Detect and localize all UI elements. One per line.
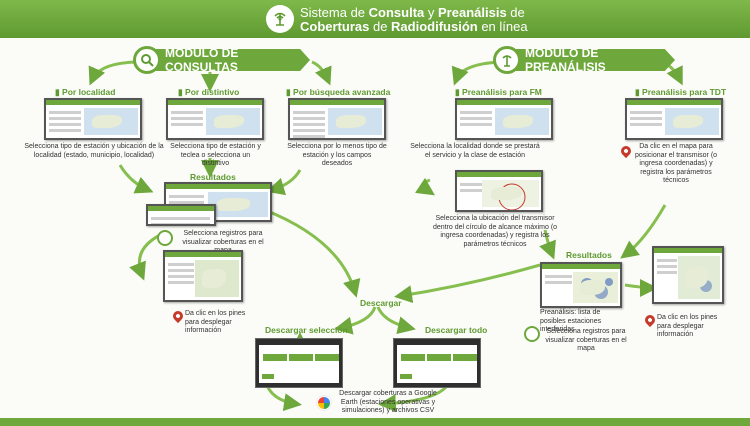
header-bar: Sistema de Consulta y Preanálisis de Cob… [0, 0, 750, 38]
descargar-seleccion-label: Descargar selección [265, 325, 348, 335]
preanalisis-resultados-screenshot [540, 262, 622, 308]
modulo-consultas-banner: MÓDULO DE CONSULTAS [145, 49, 310, 71]
search-icon [133, 46, 161, 74]
descargar-seleccion-screenshot [255, 338, 343, 388]
preanalisis-fm-desc: Selecciona la localidad donde se prestar… [410, 143, 540, 159]
por-busqueda-desc: Selecciona por lo menos tipo de estación… [287, 143, 387, 167]
modulo-preanalisis-title: MÓDULO DE PREANÁLISIS [525, 46, 606, 74]
descargar-label: Descargar [360, 298, 402, 308]
descargar-todo-label: Descargar todo [425, 325, 488, 335]
por-busqueda-avanzada-label: ▮ Por búsqueda avanzada [286, 87, 391, 97]
preanalisis-resultados-desc: Selecciona registros para visualizar cob… [545, 328, 627, 352]
preanalisis-tdt-label: ▮ Preanálisis para TDT [635, 87, 727, 97]
preanalisis-tdt-desc: Da clic en el mapa para posicionar el tr… [634, 143, 718, 184]
preanalisis-interferidas-desc: Preanálisis: lista de posibles estacione… [540, 309, 602, 333]
por-distintivo-desc: Selecciona tipo de estación y teclea o s… [170, 143, 261, 167]
por-distintivo-label: ▮ Por distintivo [178, 87, 240, 97]
preanalisis-pines-desc: Da clic en los pines para desplegar info… [657, 314, 718, 338]
page-title-line-2: Coberturas de Radiodifusión en línea [300, 19, 528, 34]
globe-map-icon [157, 230, 173, 246]
preanalisis-map-screenshot [652, 246, 724, 304]
consultas-map-screenshot [163, 250, 243, 302]
preanalisis-fm-circle-screenshot [455, 170, 543, 212]
preanalisis-tdt-screenshot [625, 98, 723, 140]
preanalisis-fm-desc2: Selecciona la ubicación del transmisor d… [432, 215, 558, 248]
consultas-resultados-screenshot [164, 182, 272, 222]
por-localidad-screenshot [44, 98, 142, 140]
por-localidad-label: ▮ Por localidad [55, 87, 116, 97]
por-localidad-desc: Selecciona tipo de estación y ubicación … [24, 143, 164, 159]
consultas-resultados-table [146, 204, 216, 226]
preanalisis-resultados-label: Resultados [566, 250, 612, 260]
antenna-logo-icon [266, 5, 294, 33]
footer-bar [0, 418, 750, 426]
modulo-preanalisis-banner: MÓDULO DE PREANÁLISIS [505, 49, 675, 71]
por-busqueda-screenshot [288, 98, 386, 140]
preanalisis-fm-screenshot [455, 98, 553, 140]
google-earth-icon [317, 396, 331, 410]
page-title-line-1: Sistema de Consulta y Preanálisis de [300, 5, 525, 20]
modulo-consultas-title: MÓDULO DE CONSULTAS [165, 46, 239, 74]
globe-map-icon [524, 326, 540, 342]
por-distintivo-screenshot [166, 98, 264, 140]
antenna-icon [493, 46, 521, 74]
descargar-todo-screenshot [393, 338, 481, 388]
preanalisis-fm-label: ▮ Preanálisis para FM [455, 87, 542, 97]
consultas-resultados-label: Resultados [190, 172, 236, 182]
consultas-pines-desc: Da clic en los pines para desplegar info… [185, 310, 246, 334]
google-earth-desc: Descargar coberturas a Google Earth (est… [339, 390, 437, 414]
